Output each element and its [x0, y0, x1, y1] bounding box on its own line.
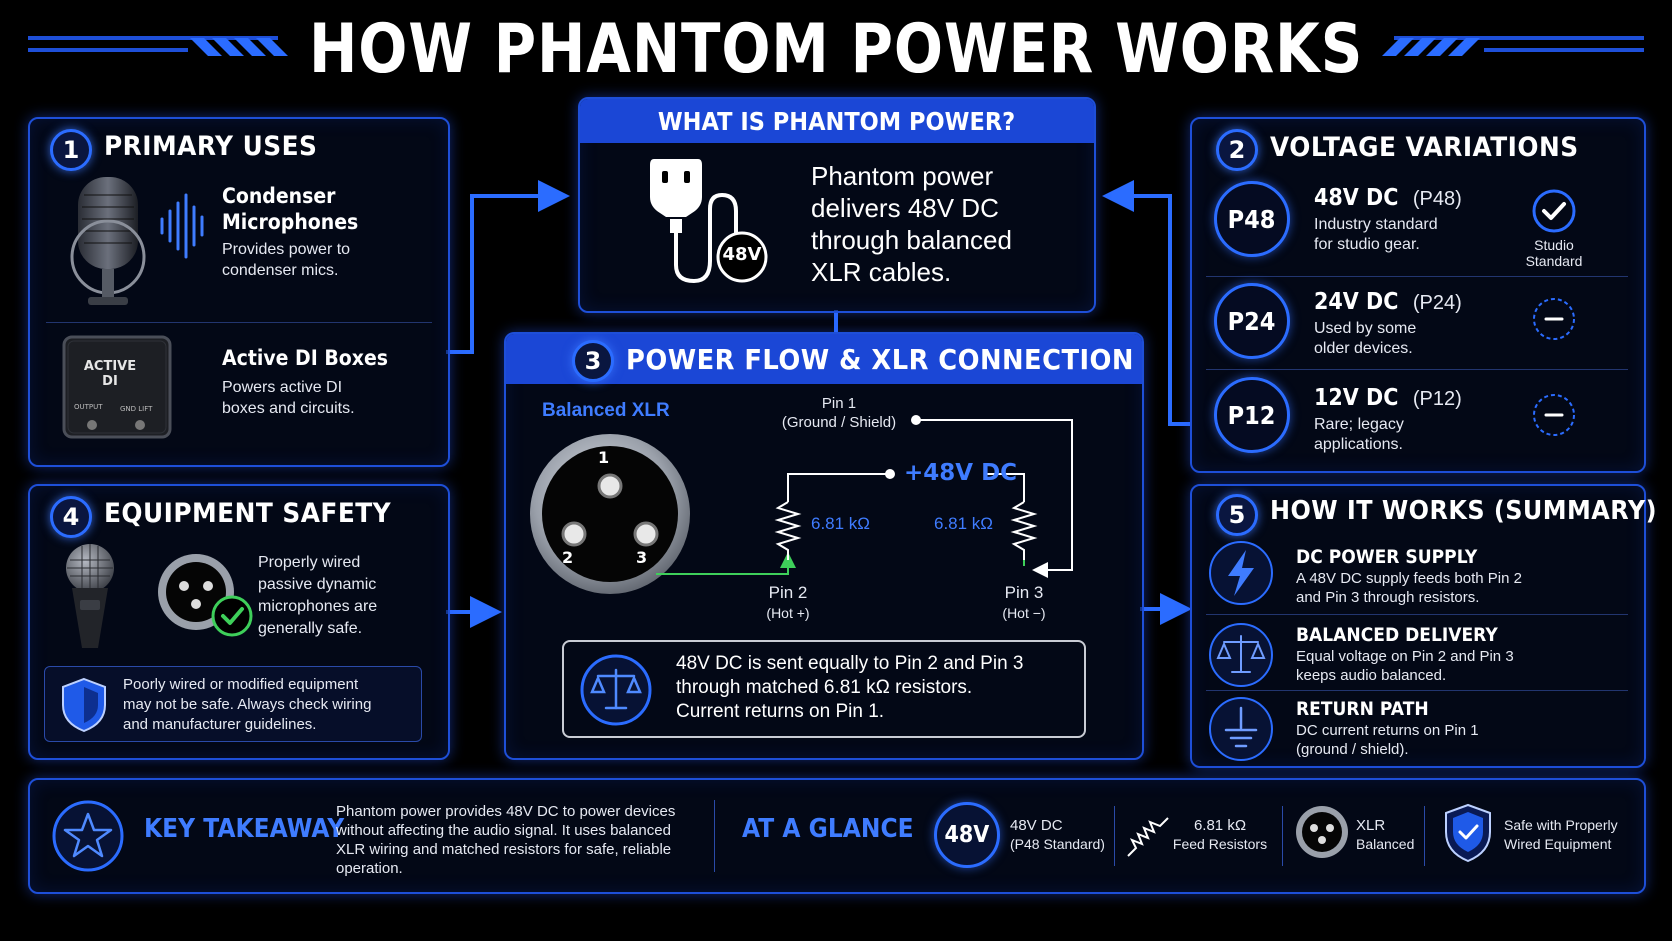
xlr-pin-1: 1 [598, 448, 610, 467]
section-badge-5: 5 [1216, 494, 1258, 536]
supply-label: +48V DC [904, 460, 1018, 486]
di-box-icon: ACTIVE DI OUTPUT GND LIFT [60, 329, 176, 445]
voltage-code-p12: P12 [1214, 377, 1290, 453]
power-flow-heading: POWER FLOW & XLR CONNECTION [626, 343, 1134, 376]
safety-warning-text: Poorly wired or modified equipment may n… [123, 676, 372, 733]
glance-item-xlr: XLR Balanced [1356, 817, 1415, 852]
flow-note-box: 48V DC is sent equally to Pin 2 and Pin … [562, 640, 1086, 738]
minus-circle-icon [1533, 298, 1575, 340]
what-is-body: Phantom power delivers 48V DC through ba… [811, 161, 1012, 287]
dynamic-microphone-icon [66, 544, 114, 648]
pin3-label: Pin 3 (Hot −) [1002, 583, 1046, 621]
what-is-heading: WHAT IS PHANTOM POWER? [658, 107, 1016, 136]
safety-heading: EQUIPMENT SAFETY [104, 498, 392, 529]
xlr-connector-icon [1296, 806, 1348, 858]
use-item-di-box: Active DI Boxes Powers active DI boxes a… [222, 346, 389, 417]
resistor-icon [1127, 817, 1169, 857]
use-item-condenser: Condenser Microphones Provides power to … [222, 184, 359, 279]
plug-48v-label: 48V [722, 244, 762, 265]
title-wrap: HOW PHANTOM POWER WORKS [0, 10, 1672, 89]
xlr-pin-3: 3 [636, 548, 648, 567]
section-badge-1: 1 [50, 129, 92, 171]
lightning-icon [1209, 541, 1273, 605]
glance-heading: AT A GLANCE [742, 814, 914, 844]
title-decoration [28, 36, 1644, 56]
resistor-left-label: 6.81 kΩ [811, 514, 871, 533]
summary-panel: 5 HOW IT WORKS (SUMMARY) DC POWER SUPPLY… [1190, 484, 1657, 768]
safety-warning-box: Poorly wired or modified equipment may n… [44, 666, 422, 742]
summary-item-balanced: BALANCED DELIVERY Equal voltage on Pin 2… [1296, 624, 1514, 684]
resistor-right-label: 6.81 kΩ [934, 514, 994, 533]
glance-item-voltage: 48V DC (P48 Standard) [1010, 817, 1105, 852]
summary-item-return: RETURN PATH DC current returns on Pin 1 … [1296, 698, 1479, 758]
what-is-panel: WHAT IS PHANTOM POWER? 48V Phantom power… [578, 97, 1096, 313]
scales-icon [580, 654, 652, 726]
section-badge-3: 3 [572, 340, 614, 382]
xlr-circuit-diagram [530, 415, 1073, 594]
scales-icon [1209, 623, 1273, 687]
ground-icon [1209, 697, 1273, 761]
bottom-bar: KEY TAKEAWAY Phantom power provides 48V … [28, 778, 1646, 894]
condenser-microphone-icon [70, 177, 204, 305]
shield-check-icon [1445, 803, 1491, 863]
power-flow-panel: 3 POWER FLOW & XLR CONNECTION Balanced X… [504, 332, 1144, 760]
pin2-label: Pin 2 (Hot +) [766, 583, 810, 621]
safety-ok-text: Properly wired passive dynamic microphon… [258, 554, 378, 637]
xlr-pin-2: 2 [562, 548, 574, 567]
section-badge-2: 2 [1216, 129, 1258, 171]
minus-circle-icon [1533, 394, 1575, 436]
voltage-item-p48: 48V DC (P48) Industry standard for studi… [1314, 185, 1462, 253]
shield-icon [62, 677, 106, 733]
balanced-xlr-label: Balanced XLR [542, 400, 670, 421]
voltage-code-p48: P48 [1214, 181, 1290, 257]
glance-item-resistors: 6.81 kΩ Feed Resistors [1172, 817, 1268, 852]
section-badge-4: 4 [50, 496, 92, 538]
studio-standard-label: Studio Standard [1525, 237, 1583, 269]
summary-heading: HOW IT WORKS (SUMMARY) [1270, 496, 1658, 526]
summary-item-dc-power: DC POWER SUPPLY A 48V DC supply feeds bo… [1296, 546, 1522, 606]
volt-badge: 48V [934, 802, 1000, 868]
safety-panel: 4 EQUIPMENT SAFETY Properly wired passiv… [28, 484, 450, 760]
star-icon [52, 800, 124, 872]
flow-note-text: 48V DC is sent equally to Pin 2 and Pin … [676, 653, 1024, 722]
voltage-heading: VOLTAGE VARIATIONS [1270, 132, 1579, 163]
glance-item-safe: Safe with Properly Wired Equipment [1504, 817, 1618, 852]
voltage-code-p24: P24 [1214, 283, 1290, 359]
takeaway-text: Phantom power provides 48V DC to power d… [336, 803, 676, 877]
check-circle-icon [1532, 189, 1576, 233]
voltage-item-p24: 24V DC (P24) Used by some older devices. [1314, 289, 1462, 357]
xlr-check-icon [158, 554, 253, 637]
voltage-panel: 2 VOLTAGE VARIATIONS P48 48V DC (P48) In… [1190, 117, 1646, 473]
takeaway-heading: KEY TAKEAWAY [144, 814, 345, 844]
primary-uses-heading: PRIMARY USES [104, 131, 318, 162]
primary-uses-panel: 1 PRIMARY USES Condenser Microphones Pro… [28, 117, 450, 467]
power-plug-icon [650, 159, 768, 284]
page-title: HOW PHANTOM POWER WORKS [308, 10, 1364, 89]
voltage-item-p12: 12V DC (P12) Rare; legacy applications. [1314, 385, 1462, 453]
pin1-label: Pin 1 (Ground / Shield) [781, 395, 897, 431]
